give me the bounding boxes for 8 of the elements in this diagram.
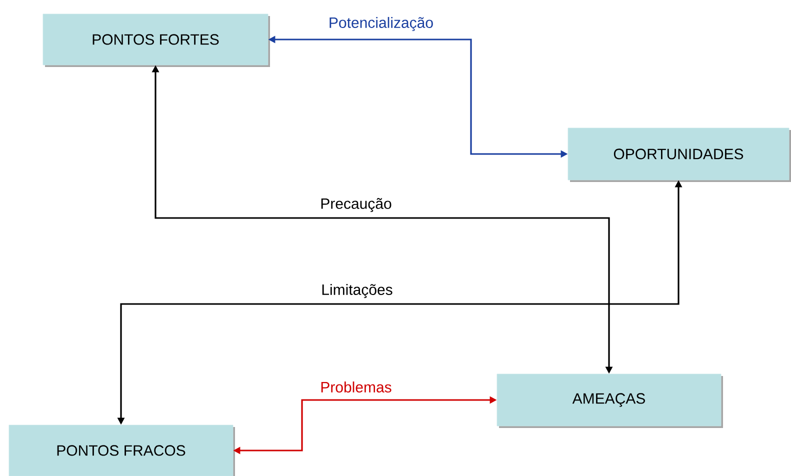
box: OPORTUNIDADES — [568, 128, 791, 182]
box: PONTOS FORTES — [42, 14, 270, 67]
box: PONTOS FRACOS — [8, 424, 235, 476]
edge-label: Limitações — [320, 282, 394, 300]
box: AMEAÇAS — [496, 374, 724, 428]
edge-label: Potencialização — [327, 16, 435, 32]
edge-label: Problemas — [319, 380, 393, 394]
edge-label: Precaução — [319, 197, 393, 213]
